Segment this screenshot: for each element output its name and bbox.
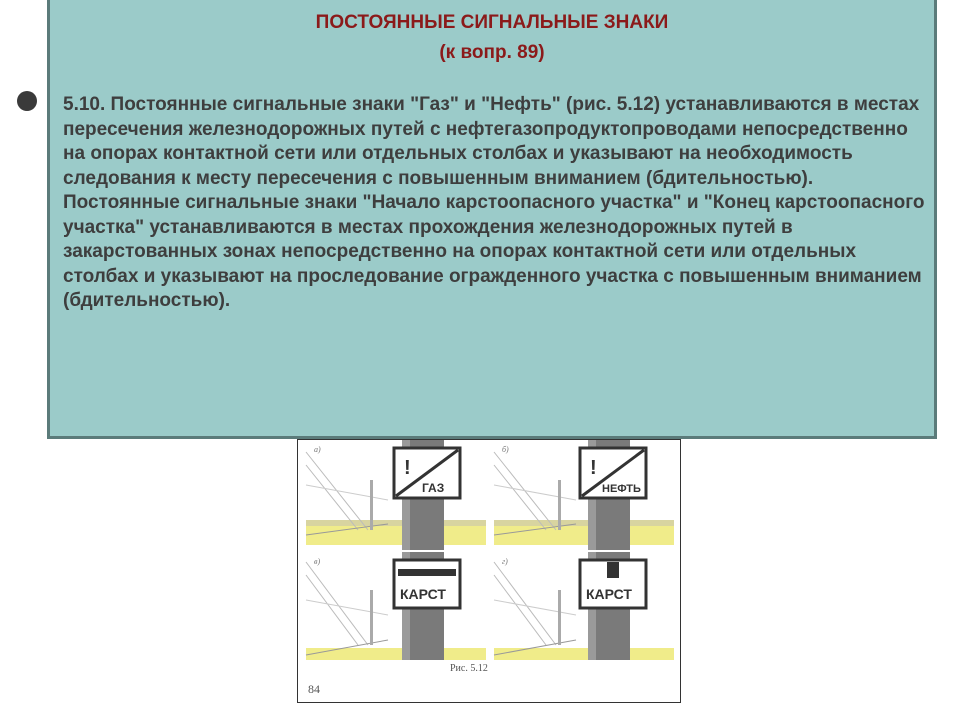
panel-letter: г) — [502, 557, 508, 566]
sign-gas-label: ГАЗ — [422, 481, 444, 495]
signs-illustration: ! ГАЗ а) ! НЕФТЬ б) — [305, 440, 674, 660]
sign-oil-label: НЕФТЬ — [602, 483, 641, 495]
text-panel: ПОСТОЯННЫЕ СИГНАЛЬНЫЕ ЗНАКИ (к вопр. 89)… — [47, 0, 937, 439]
panel-letter: в) — [314, 557, 320, 566]
body-text: 5.10. Постоянные сигнальные знаки "Газ" … — [63, 93, 929, 314]
figure-caption: Рис. 5.12 — [450, 663, 488, 674]
slide-subtitle: (к вопр. 89) — [439, 42, 545, 63]
panel-a: ! ГАЗ а) — [305, 440, 486, 550]
exclamation-mark: ! — [404, 457, 411, 479]
page-number: 84 — [308, 682, 320, 696]
paragraph-karst: Постоянные сигнальные знаки "Начало карс… — [63, 192, 925, 311]
sign-karst-end-label: КАРСТ — [586, 586, 632, 602]
panel-d: КАРСТ г) — [493, 552, 674, 660]
slide-title: ПОСТОЯННЫЕ СИГНАЛЬНЫЕ ЗНАКИ — [315, 12, 669, 33]
panel-c: КАРСТ в) — [305, 552, 486, 660]
panel-letter: б) — [502, 445, 509, 454]
panel-b: ! НЕФТЬ б) — [493, 440, 674, 550]
sign-karst-start-label: КАРСТ — [400, 586, 446, 602]
paragraph-gas-oil: 5.10. Постоянные сигнальные знаки "Газ" … — [63, 94, 920, 189]
figure-5-12: ! ГАЗ а) ! НЕФТЬ б) — [297, 439, 681, 703]
panel-letter: а) — [314, 445, 321, 454]
bullet-point — [17, 91, 37, 111]
exclamation-mark: ! — [590, 457, 597, 479]
